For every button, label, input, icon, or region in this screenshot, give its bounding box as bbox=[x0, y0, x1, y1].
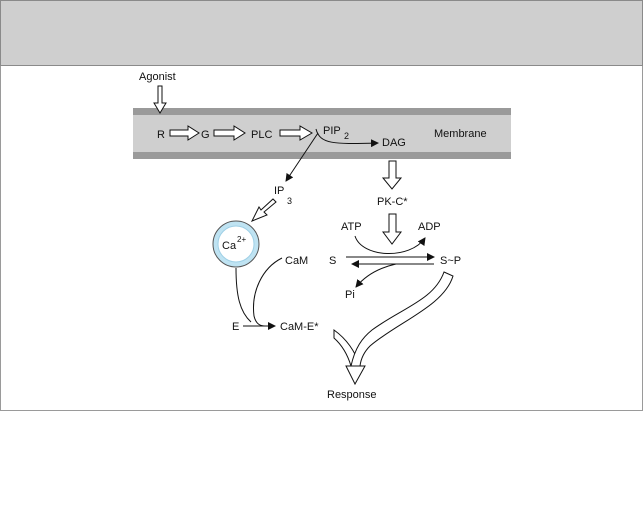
adp-label: ADP bbox=[418, 221, 441, 233]
frame-right-line bbox=[642, 66, 643, 510]
pkc-to-phosphorylation-arrow bbox=[382, 213, 402, 245]
sp-to-response-arrow bbox=[350, 271, 454, 367]
membrane-top-edge bbox=[133, 108, 511, 115]
enzyme-label: E bbox=[232, 321, 239, 333]
agonist-arrow bbox=[153, 85, 167, 114]
atp-label: ATP bbox=[341, 221, 362, 233]
pi-release-curve bbox=[355, 263, 397, 288]
atp-to-adp-curve bbox=[354, 235, 426, 254]
receptor-label: R bbox=[157, 129, 165, 141]
membrane-bottom-edge bbox=[133, 152, 511, 159]
g-protein-label: G bbox=[201, 129, 210, 141]
frame-left-line bbox=[0, 66, 1, 410]
calcium-superscript: 2+ bbox=[237, 235, 246, 244]
pip2-label: PIP 2 bbox=[323, 125, 349, 141]
ip-subscript: 3 bbox=[287, 196, 292, 206]
pip2-to-ip3-arrow bbox=[285, 132, 319, 182]
g-to-plc-arrow bbox=[213, 125, 246, 141]
response-label: Response bbox=[327, 389, 377, 401]
cam-binding-curve bbox=[253, 257, 283, 327]
ip3-label: IP 3 bbox=[274, 185, 292, 206]
calcium-store-inner bbox=[217, 225, 255, 263]
r-to-g-arrow bbox=[169, 125, 200, 141]
ip-text: IP bbox=[274, 185, 284, 197]
substrate-label: S bbox=[329, 255, 336, 267]
agonist-label: Agonist bbox=[139, 71, 176, 83]
cam-label: CaM bbox=[285, 255, 308, 267]
pip-subscript: 2 bbox=[344, 131, 349, 141]
dag-label: DAG bbox=[382, 137, 406, 149]
ip3-to-calcium-arrow bbox=[250, 198, 277, 222]
came-label: CaM-E* bbox=[280, 321, 319, 333]
response-convergence-arrow bbox=[333, 329, 366, 386]
phosphorylated-substrate-label: S~P bbox=[440, 255, 461, 267]
plc-label: PLC bbox=[251, 129, 272, 141]
pip-text: PIP bbox=[323, 125, 341, 137]
header-band bbox=[0, 0, 643, 66]
dag-to-pkc-arrow bbox=[381, 160, 403, 190]
calcium-store: Ca 2+ bbox=[212, 220, 260, 268]
pi-label: Pi bbox=[345, 289, 355, 301]
calcium-binding-curve bbox=[235, 267, 252, 323]
pkc-label: PK-C* bbox=[377, 196, 408, 208]
footer-band bbox=[0, 410, 643, 510]
plc-to-pip2-arrow bbox=[279, 125, 313, 141]
membrane-label: Membrane bbox=[434, 128, 487, 140]
calcium-text: Ca bbox=[222, 240, 237, 252]
